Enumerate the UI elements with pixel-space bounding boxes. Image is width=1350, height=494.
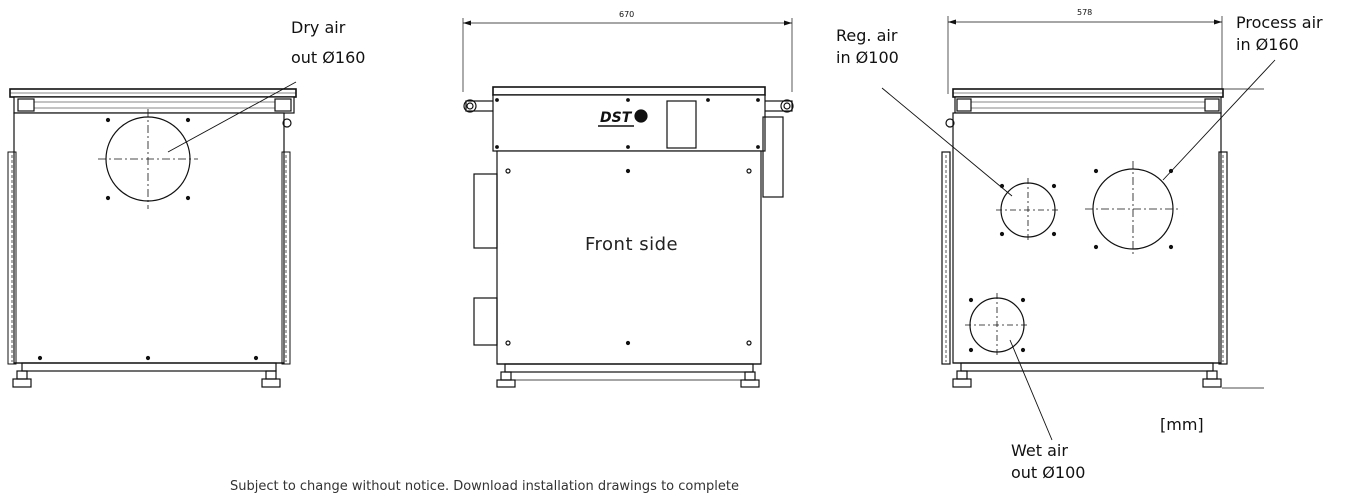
wet-air-label: Wet air out Ø100 [1011, 440, 1085, 484]
dry-air-label-line1: Dry air [291, 18, 346, 37]
process-air-label-line1: Process air [1236, 13, 1323, 32]
units-label: [mm] [1160, 415, 1204, 434]
side-width-dimension: 578 [1077, 8, 1093, 17]
wet-air-leader [1009, 339, 1053, 441]
dry-air-label-line2: out Ø160 [291, 48, 366, 67]
left-view [7, 81, 297, 388]
dry-air-leader [167, 81, 297, 153]
process-air-label-line2: in Ø160 [1236, 35, 1299, 54]
wet-air-label-line1: Wet air [1011, 441, 1068, 460]
front-side-label: Front side [585, 234, 679, 255]
front-width-dimension: 670 [619, 10, 635, 19]
process-air-label: Process air in Ø160 [1236, 12, 1323, 56]
reg-air-label: Reg. air in Ø100 [836, 25, 899, 69]
reg-air-leader [881, 87, 1013, 197]
footnote: Subject to change without notice. Downlo… [230, 479, 739, 494]
logo: DST [600, 110, 633, 126]
reg-air-label-line2: in Ø100 [836, 48, 899, 67]
front-view: DST [462, 18, 794, 388]
wet-air-label-line2: out Ø100 [1011, 463, 1086, 482]
process-air-leader [1162, 59, 1276, 181]
dry-air-label: Dry air out Ø160 [291, 17, 365, 69]
reg-air-label-line1: Reg. air [836, 26, 898, 45]
side-view [881, 16, 1276, 441]
